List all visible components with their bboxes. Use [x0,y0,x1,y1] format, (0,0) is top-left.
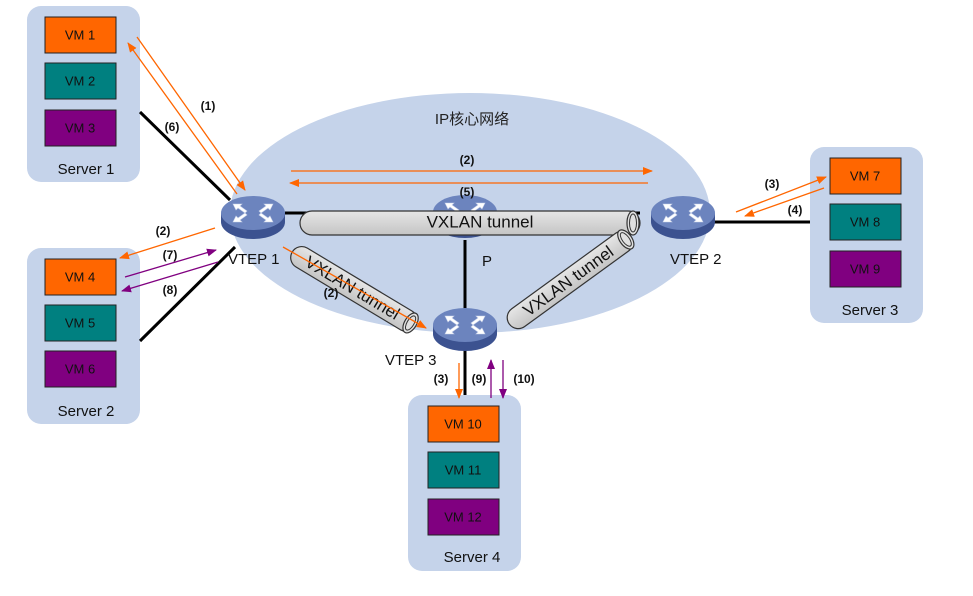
vm-12[interactable] [427,498,500,536]
vm-4[interactable] [44,258,117,296]
flow-arrows [119,36,827,399]
arrow-step-6 [127,42,238,195]
tunnel-vtep1-vtep2: VXLAN tunnel [299,210,641,236]
vm-4-label: VM 4 [65,269,95,284]
vm-3-label: VM 3 [65,120,95,135]
arrow-step-2-vm4 [119,227,216,260]
arrow-step-1 [136,36,246,191]
vm-9-label: VM 9 [850,261,880,276]
server-2: VM 4 VM 5 VM 6 Server 2 [27,248,140,424]
vm-1-label: VM 1 [65,27,95,42]
step-label-7: (7) [163,248,178,262]
switch-icon [432,307,498,352]
vtep-2-label: VTEP 2 [670,251,721,268]
step-label-3-vm10: (3) [434,372,449,386]
server-4-label: Server 4 [444,549,501,566]
vm-11-label: VM 11 [445,462,482,477]
step-label-6: (6) [165,120,180,134]
vm-8[interactable] [829,203,902,241]
switch-icon [650,195,716,240]
step-label-8: (8) [163,283,178,297]
arrow-step-3-vm7 [735,176,827,213]
vm-12-label: VM 12 [444,509,482,524]
link-server2-vtep1 [138,245,237,343]
vm-7-label: VM 7 [850,168,880,183]
vm-6[interactable] [44,350,117,388]
server-1: VM 1 VM 2 VM 3 Server 1 [27,6,140,182]
step-label-1: (1) [201,99,216,113]
vm-2[interactable] [44,62,117,100]
step-label-10: (10) [513,372,534,386]
server-4: VM 10 VM 11 VM 12 Server 4 [408,395,521,571]
vtep-3-switch[interactable] [432,307,498,352]
vm-10[interactable] [427,405,500,443]
step-label-2-core: (2) [460,153,475,167]
server-1-label: Server 1 [58,161,115,178]
arrow-step-4 [744,187,825,217]
arrow-step-2-vtep3 [282,246,427,329]
step-label-2-vm4: (2) [156,224,171,238]
vm-6-label: VM 6 [65,361,95,376]
vtep-2-switch[interactable] [650,195,716,240]
vm-5-label: VM 5 [65,315,95,330]
vtep-1-label: VTEP 1 [228,251,279,268]
switch-icon [220,195,286,240]
vtep-3-label: VTEP 3 [385,352,436,369]
core-network-label: IP核心网络 [435,111,509,128]
step-label-3-vm7: (3) [765,177,780,191]
step-label-5-core: (5) [460,185,475,199]
vm-7[interactable] [829,157,902,195]
server-2-label: Server 2 [58,403,115,420]
vm-8-label: VM 8 [850,214,880,229]
vm-11[interactable] [427,451,500,489]
step-label-9: (9) [472,372,487,386]
vtep-1-switch[interactable] [220,195,286,240]
vm-3[interactable] [44,109,117,147]
tunnel-vtep1-vtep2-label: VXLAN tunnel [427,212,534,231]
vm-2-label: VM 2 [65,73,95,88]
vm-5[interactable] [44,304,117,342]
vm-10-label: VM 10 [444,416,482,431]
link-server1-vtep1 [138,110,232,202]
vm-9[interactable] [829,250,902,288]
server-3: VM 7 VM 8 VM 9 Server 3 [810,147,923,323]
step-label-2-vtep3: (2) [324,286,339,300]
arrow-step-8 [121,261,219,293]
step-label-4: (4) [788,203,803,217]
p-label: P [482,253,492,270]
server-3-label: Server 3 [842,302,899,319]
arrow-step-7 [124,248,217,278]
vm-1[interactable] [44,16,117,54]
